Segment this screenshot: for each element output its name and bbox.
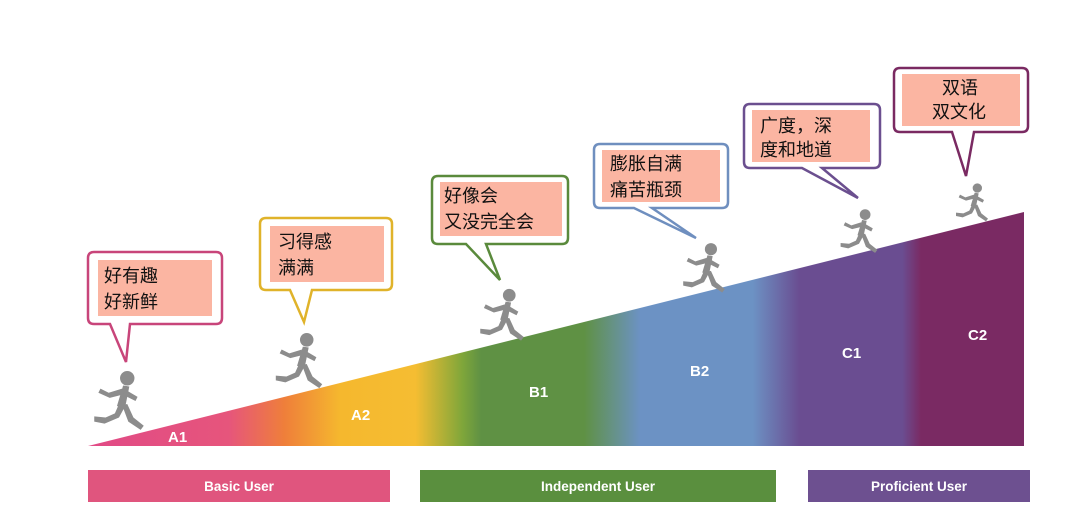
level-label-a2: A2: [351, 407, 370, 424]
speech-bubble-c1: 广度，深 度和地道: [742, 102, 882, 200]
level-label-c1: C1: [842, 345, 861, 362]
bubble-line: 双文化: [932, 102, 986, 123]
bubble-fill: [602, 150, 720, 202]
level-label-a1: A1: [168, 429, 187, 446]
bubble-line: 广度，深: [760, 116, 832, 137]
bubble-fill: [752, 110, 870, 162]
running-person-icon: [840, 209, 878, 253]
level-label-b2: B2: [690, 363, 709, 380]
level-label-c2: C2: [968, 327, 987, 344]
bubble-fill: [270, 226, 384, 282]
bubble-fill: [98, 260, 212, 316]
bubble-line: 双语: [942, 78, 978, 99]
bubble-line: 痛苦瓶颈: [610, 180, 682, 201]
bubble-line: 好像会: [444, 186, 498, 207]
level-label-b1: B1: [529, 384, 548, 401]
bubble-line: 满满: [278, 258, 314, 279]
running-person-icon: [683, 243, 725, 293]
speech-bubble-b1: 好像会 又没完全会: [430, 174, 570, 281]
running-person-icon: [956, 183, 988, 222]
bubble-line: 好有趣: [104, 266, 158, 287]
band-label-independent: Independent User: [541, 479, 656, 494]
bubble-line: 好新鲜: [104, 292, 158, 313]
bubble-line: 度和地道: [760, 140, 832, 161]
speech-bubble-c2: 双语 双文化: [892, 66, 1030, 177]
bubble-line: 又没完全会: [444, 212, 534, 233]
band-proficient-user: [808, 470, 1030, 502]
band-independent-user: [420, 470, 776, 502]
running-person-icon: [275, 333, 323, 389]
running-person-icon: [480, 288, 524, 341]
running-person-icon: [94, 371, 144, 430]
speech-bubble-a2: 习得感 满满: [258, 216, 394, 326]
bubble-fill: [902, 74, 1020, 126]
band-basic-user: [88, 470, 390, 502]
band-label-proficient: Proficient User: [871, 479, 968, 494]
bubble-fill: [440, 182, 562, 236]
band-label-basic: Basic User: [204, 479, 275, 494]
bubble-line: 习得感: [278, 232, 332, 253]
progress-ramp: [88, 212, 1024, 446]
bubble-line: 膨胀自满: [610, 154, 682, 175]
speech-bubble-b2: 膨胀自满 痛苦瓶颈: [592, 142, 730, 240]
speech-bubble-a1: 好有趣 好新鲜: [86, 250, 224, 363]
